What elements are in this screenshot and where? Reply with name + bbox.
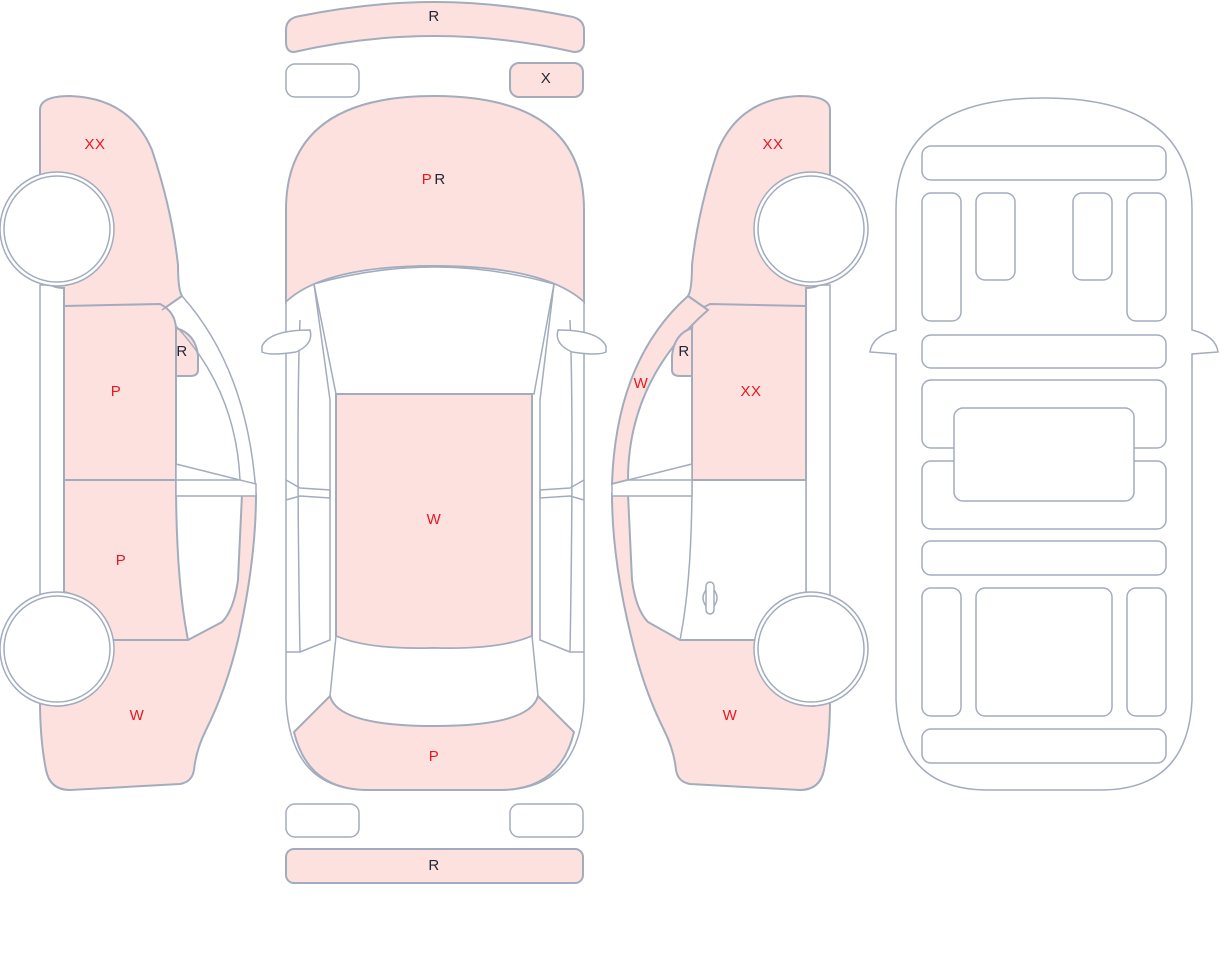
hood-code-2: R <box>434 171 445 188</box>
taillight-left[interactable] <box>285 803 360 838</box>
left-mirror[interactable] <box>175 326 199 377</box>
trunk-code: P <box>429 748 440 765</box>
left-sill[interactable] <box>39 284 65 601</box>
top-view: R X P R W P R <box>261 0 607 884</box>
left-rear-panel[interactable] <box>921 587 962 717</box>
rear-bumper[interactable] <box>285 848 584 884</box>
front-crossmember[interactable] <box>921 334 1167 369</box>
left-rear-quarter-code: W <box>130 707 145 724</box>
left-front-seat[interactable] <box>975 192 1016 281</box>
left-side-view: XX R P P W <box>0 94 258 792</box>
right-mirror[interactable] <box>671 326 693 377</box>
rear-bumper-code: R <box>428 857 439 874</box>
trunk-floor[interactable] <box>921 728 1167 764</box>
right-front-seat[interactable] <box>1072 192 1113 281</box>
center-console[interactable] <box>953 407 1135 502</box>
left-mirror-code: R <box>176 343 187 360</box>
right-rear-quarter[interactable] <box>610 493 832 792</box>
left-rear-door-code: P <box>116 552 127 569</box>
taillight-right[interactable] <box>509 803 584 838</box>
right-rear-quarter-code: W <box>723 707 738 724</box>
headlight-left[interactable] <box>285 63 360 98</box>
left-front-door[interactable] <box>63 302 177 481</box>
top-mirror-left[interactable] <box>261 329 312 355</box>
front-bumper-code: R <box>428 8 439 25</box>
right-front-fender-code: XX <box>762 136 783 153</box>
top-mirror-right[interactable] <box>556 329 607 355</box>
trunk[interactable] <box>292 694 576 791</box>
right-front-door-code: XX <box>740 383 761 400</box>
right-sill[interactable] <box>805 284 831 601</box>
left-front-fender-code: XX <box>84 136 105 153</box>
interior-view <box>869 97 1219 791</box>
right-rear-panel[interactable] <box>1126 587 1167 717</box>
right-side-view: XX R W XX W <box>610 94 869 792</box>
front-bumper[interactable] <box>285 0 585 54</box>
roof-code: W <box>427 511 442 528</box>
left-rear-quarter[interactable] <box>38 493 258 792</box>
headlight-right-code: X <box>541 70 552 87</box>
right-pillar-code: W <box>634 375 649 392</box>
left-front-pillar-trim[interactable] <box>921 192 962 322</box>
right-front-pillar-trim[interactable] <box>1126 192 1167 322</box>
right-door-handle[interactable] <box>705 581 715 615</box>
hood-code-1: P <box>422 171 433 188</box>
rear-seat[interactable] <box>975 587 1113 717</box>
right-mirror-code: R <box>678 343 689 360</box>
headlight-right[interactable] <box>509 62 584 98</box>
dashboard[interactable] <box>921 145 1167 181</box>
rear-crossmember[interactable] <box>921 540 1167 576</box>
left-front-door-code: P <box>111 383 122 400</box>
